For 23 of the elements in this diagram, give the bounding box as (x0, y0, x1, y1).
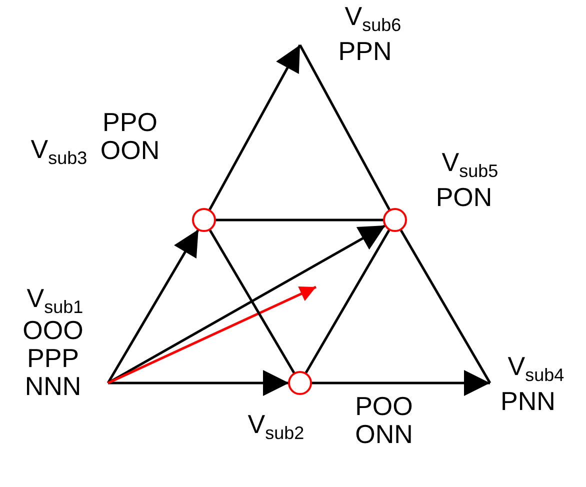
arrow (208, 44, 302, 211)
switching-state-label: POO ONN (354, 392, 414, 448)
line (298, 44, 391, 211)
vector-label: V$_{sub6}$ (344, 2, 402, 30)
arrow (106, 228, 200, 384)
line (304, 228, 391, 374)
vector-label: V$_{sub1}$ (26, 284, 84, 312)
switching-state-label: PON (434, 183, 494, 211)
switching-state-label: PPO OON (99, 108, 161, 164)
arrow (311, 370, 490, 396)
arrow (107, 224, 386, 384)
line (208, 228, 296, 374)
switching-state-label: PNN (500, 387, 556, 415)
vector-label: V$_{sub4}$ (506, 352, 566, 380)
vector-label: V$_{sub5}$ (440, 148, 500, 176)
line (399, 228, 492, 384)
switching-state-label: PPN (337, 37, 393, 65)
switching-state-label: OOO PPP NNN (22, 316, 84, 400)
arrow (108, 370, 289, 396)
vector-label: V$_{sub3}$ (30, 135, 88, 163)
vector-label: V$_{sub2}$ (246, 410, 306, 438)
line (215, 218, 384, 222)
arrow (107, 286, 317, 384)
